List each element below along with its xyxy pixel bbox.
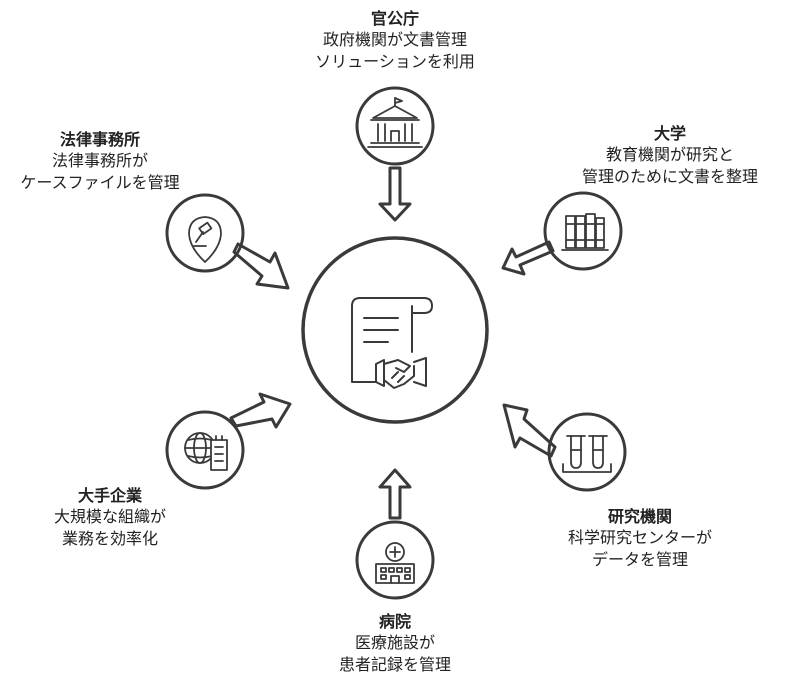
- desc-hospital-2: 患者記録を管理: [338, 655, 451, 674]
- desc-enterprise-1: 大規模な組織が: [53, 507, 166, 526]
- document-handshake-icon: [351, 297, 433, 389]
- node-research: [502, 403, 627, 492]
- desc-law-2: ケースファイルを管理: [20, 173, 180, 192]
- label-hospital: 病院 医療施設が 患者記録を管理: [295, 612, 495, 676]
- test-tubes-icon: [562, 435, 612, 473]
- label-research: 研究機関 科学研究センターが データを管理: [530, 507, 750, 571]
- title-law: 法律事務所: [56, 130, 144, 150]
- desc-university-1: 教育機関が研究と: [605, 145, 734, 164]
- desc-hospital-1: 医療施設が: [354, 633, 435, 652]
- node-hospital: [355, 468, 435, 600]
- title-research: 研究機関: [604, 507, 676, 527]
- desc-university-2: 管理のために文書を整理: [581, 167, 758, 186]
- label-government: 官公庁 政府機関が文書管理 ソリューションを利用: [295, 9, 495, 73]
- arrow-enterprise: [229, 392, 292, 429]
- node-law: [165, 193, 290, 290]
- arrow-hospital: [378, 468, 412, 520]
- desc-government-2: ソリューションを利用: [315, 52, 475, 71]
- desc-law-1: 法律事務所が: [51, 151, 148, 170]
- desc-research-2: データを管理: [591, 550, 688, 569]
- title-enterprise: 大手企業: [74, 486, 146, 506]
- label-law: 法律事務所 法律事務所が ケースファイルを管理: [0, 130, 200, 194]
- node-enterprise: [165, 392, 292, 490]
- desc-enterprise-2: 業務を効率化: [61, 529, 158, 548]
- arrow-government: [378, 166, 412, 222]
- arrow-university: [501, 240, 555, 276]
- hospital-icon: [375, 542, 415, 584]
- label-enterprise: 大手企業 大規模な組織が 業務を効率化: [10, 486, 210, 550]
- gavel-pin-icon: [188, 216, 222, 263]
- label-university: 大学 教育機関が研究と 管理のために文書を整理: [560, 124, 780, 188]
- globe-office-icon: [184, 432, 228, 471]
- node-university: [501, 191, 623, 276]
- center-hub: [301, 236, 489, 424]
- arrow-law: [232, 242, 290, 290]
- desc-government-1: 政府機関が文書管理: [322, 30, 467, 49]
- government-building-icon: [367, 97, 423, 148]
- desc-research-1: 科学研究センターが: [567, 528, 712, 547]
- arrow-research: [502, 403, 557, 458]
- title-government: 官公庁: [367, 9, 423, 29]
- node-government: [355, 86, 435, 222]
- title-hospital: 病院: [375, 612, 415, 632]
- books-icon: [561, 213, 609, 251]
- title-university: 大学: [650, 124, 690, 144]
